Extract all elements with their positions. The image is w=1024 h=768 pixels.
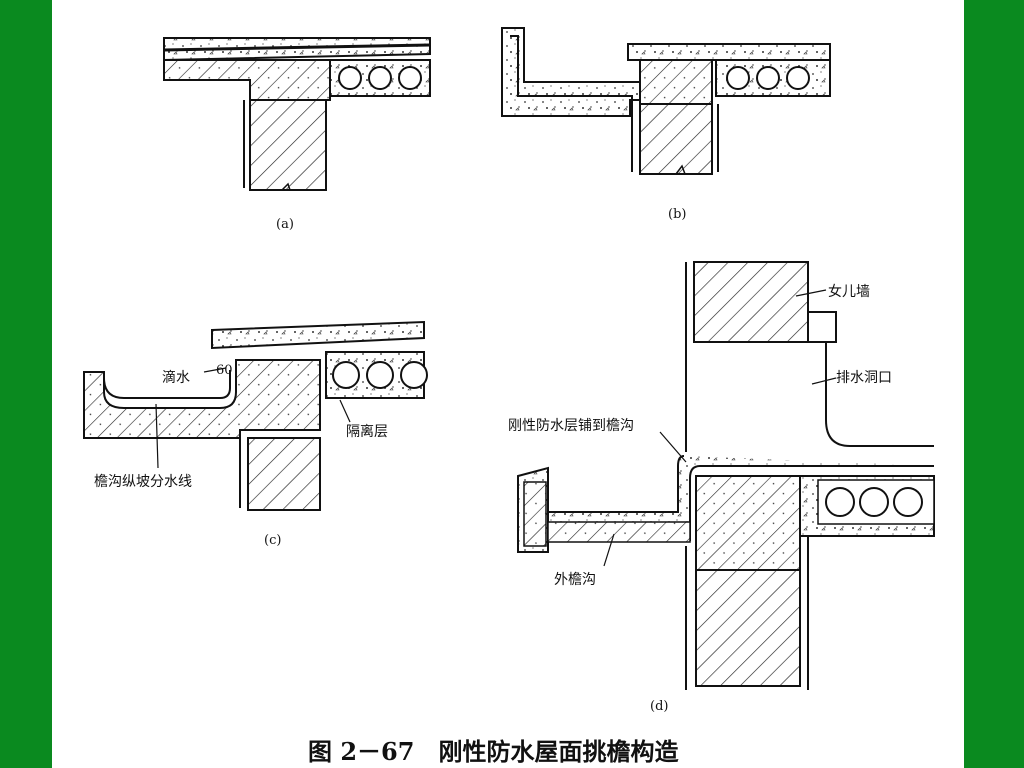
label-dim-60: 60	[216, 363, 233, 378]
detail-d: 女儿墙 排水洞口 刚性防水层铺到檐沟 外檐沟 (d)	[508, 261, 935, 714]
label-gutter-slope: 檐沟纵坡分水线	[94, 474, 192, 490]
wall-b	[639, 103, 713, 175]
wall-d	[695, 569, 801, 687]
label-outer-gutter: 外檐沟	[554, 572, 596, 588]
label-drip: 滴水	[162, 369, 190, 386]
label-drain-hole: 排水洞口	[836, 370, 892, 386]
sub-label-a: (a)	[276, 217, 294, 232]
label-isolation-layer: 隔离层	[346, 423, 388, 440]
parapet-wall	[693, 261, 809, 343]
label-rigid-layer: 刚性防水层铺到檐沟	[508, 418, 634, 434]
detail-b: (b)	[501, 27, 831, 222]
sub-label-c: (c)	[264, 533, 281, 548]
label-parapet: 女儿墙	[828, 283, 870, 300]
figure-caption: 图 2－67 刚性防水屋面挑檐构造	[308, 737, 678, 766]
sub-label-b: (b)	[668, 207, 686, 222]
sub-label-d: (d)	[650, 699, 668, 714]
wall-a	[249, 99, 327, 191]
detail-c: 滴水 60 隔离层 檐沟纵坡分水线 (c)	[83, 320, 428, 548]
detail-a: (a)	[163, 37, 431, 232]
wall-c	[247, 437, 321, 511]
